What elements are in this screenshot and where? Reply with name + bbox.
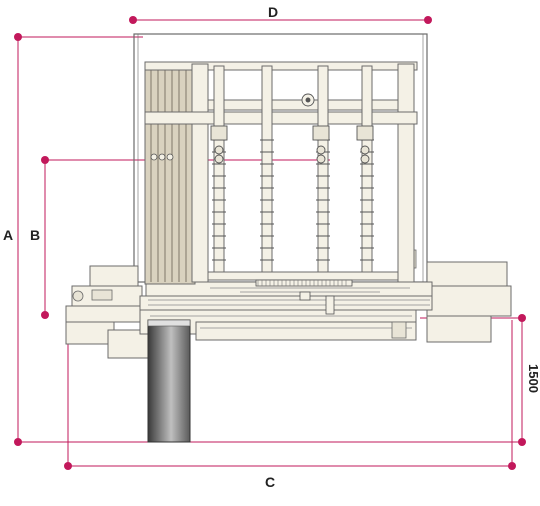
machine-base: [65, 261, 512, 359]
guide-rails: [213, 65, 373, 273]
left-column: [144, 61, 196, 285]
dimension-label-height: 1500: [526, 364, 540, 393]
guide-rungs: [212, 139, 374, 261]
dimension-endpoints: [14, 16, 526, 470]
carriage-track: [255, 279, 353, 315]
dimension-label-d: D: [268, 4, 279, 20]
pit: [147, 319, 191, 443]
main-frame: [144, 61, 418, 283]
dimension-label-b: B: [30, 227, 41, 243]
dimension-label-c: C: [265, 474, 276, 490]
spindle-heads: [210, 125, 374, 164]
top-pulley: [301, 93, 315, 107]
dimension-label-a: A: [3, 227, 14, 243]
bed-rails: [148, 287, 430, 329]
